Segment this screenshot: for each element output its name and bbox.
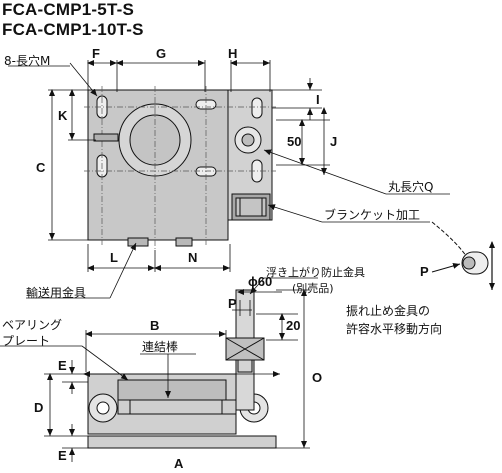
dim-E-upper: E <box>58 358 67 373</box>
dim-C: C <box>36 160 46 175</box>
model-title-2: FCA-CMP1-10T-S <box>2 20 144 39</box>
callout-round-slot-q: 丸長穴Q <box>388 180 434 194</box>
dim-D: D <box>34 400 44 415</box>
dim-G: G <box>156 46 167 61</box>
callout-bearing-1: ベアリング <box>2 318 63 332</box>
dim-N: N <box>188 250 198 265</box>
dim-phi60: ϕ60 <box>248 274 273 289</box>
dim-P-detail: P <box>420 264 429 279</box>
callout-lift-2: (別売品) <box>292 282 334 295</box>
dim-H: H <box>228 46 238 61</box>
dim-50: 50 <box>287 134 302 149</box>
detail-q <box>431 221 495 290</box>
dim-L: L <box>110 250 118 265</box>
dim-F: F <box>92 46 100 61</box>
dim-B: B <box>150 318 160 333</box>
callout-bearing-2: プレート <box>2 334 51 348</box>
dim-P-side: P <box>228 296 237 311</box>
dim-J: J <box>330 134 338 149</box>
dim-K: K <box>58 108 68 123</box>
dim-A: A <box>174 456 184 471</box>
side-view <box>87 289 277 449</box>
dim-O: O <box>312 370 323 385</box>
dim-I: I <box>316 92 320 107</box>
callout-shake-1: 振れ止め金具の <box>346 304 431 318</box>
callout-bracket: ブランケット加工 <box>324 208 421 222</box>
callout-transport: 輸送用金具 <box>26 286 87 300</box>
model-title-1: FCA-CMP1-5T-S <box>2 0 134 19</box>
top-view <box>84 86 276 250</box>
dim-20: 20 <box>286 318 301 333</box>
dim-E-lower: E <box>58 448 67 463</box>
callout-slot-m: 8-長穴M <box>4 54 51 68</box>
callout-lift-1: 浮き上がり防止金具 <box>266 266 365 279</box>
callout-shake-2: 許容水平移動方向 <box>346 322 443 336</box>
callout-rod: 連結棒 <box>142 340 179 354</box>
